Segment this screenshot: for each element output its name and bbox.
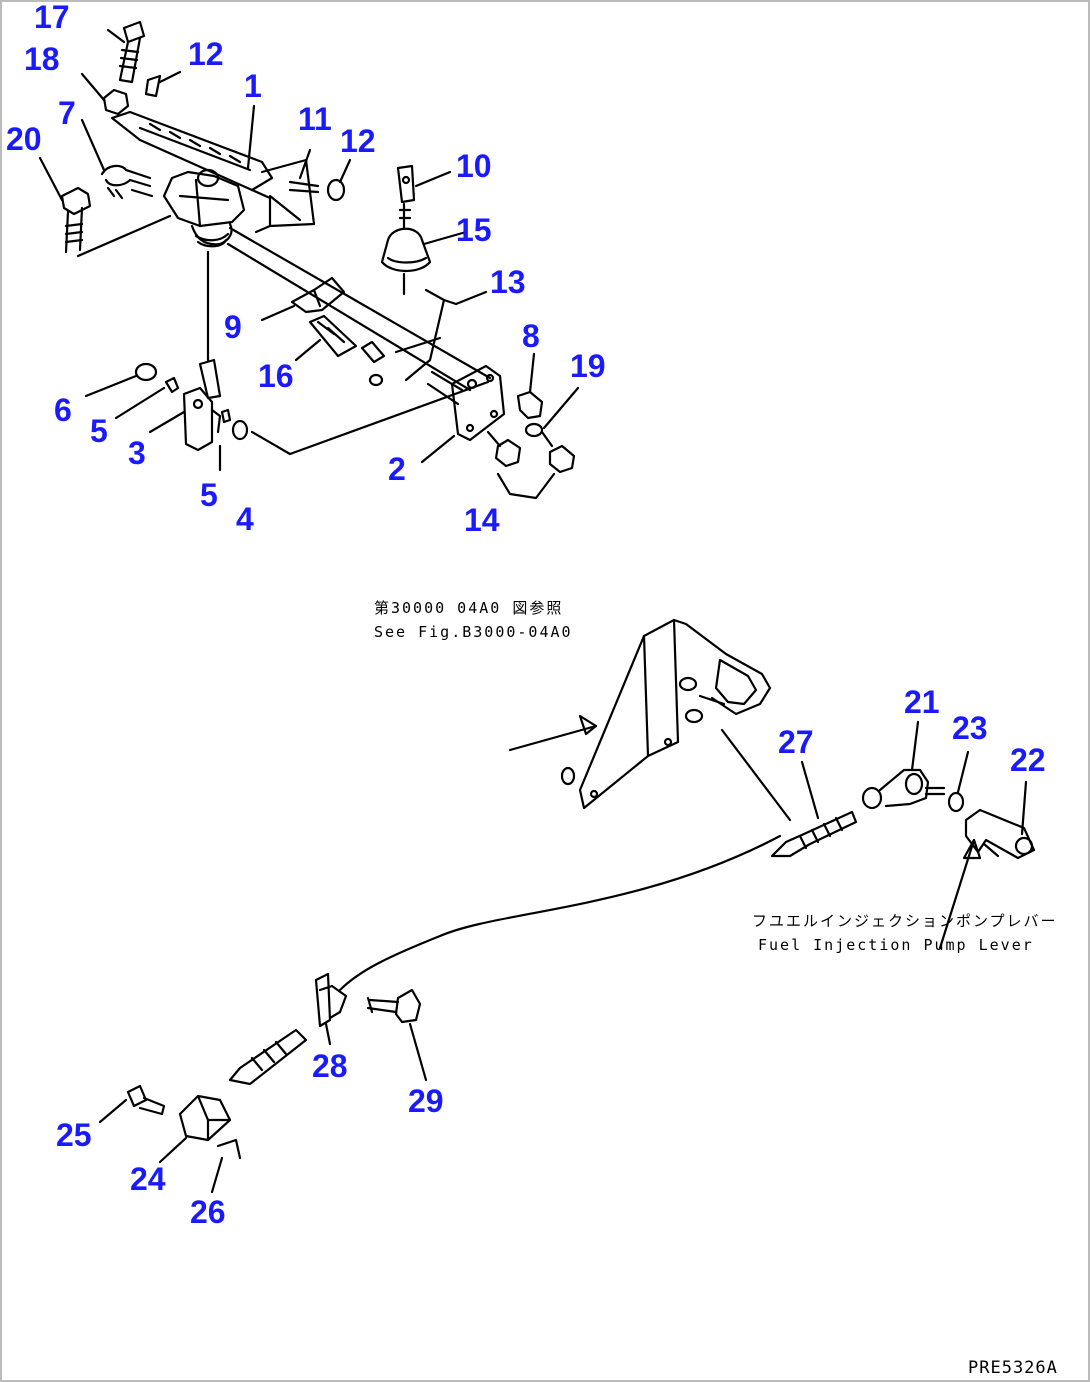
callout-29: 29 (408, 1083, 444, 1119)
callout-23: 23 (952, 710, 988, 746)
callout-24: 24 (130, 1161, 166, 1197)
callout-2: 2 (388, 451, 406, 487)
pump-lever-label-en: Fuel Injection Pump Lever (758, 936, 1034, 954)
callout-20: 20 (6, 121, 42, 157)
callout-3: 3 (128, 435, 146, 471)
leader-lines (38, 28, 1028, 1194)
callout-17: 17 (34, 0, 70, 35)
pedal-assembly-drawing (60, 20, 576, 500)
callout-22: 22 (1010, 742, 1046, 778)
callout-15: 15 (456, 212, 492, 248)
callout-28: 28 (312, 1048, 348, 1084)
callout-12b: 12 (340, 123, 376, 159)
callout-21: 21 (904, 684, 940, 720)
callout-25: 25 (56, 1117, 92, 1153)
callout-10: 10 (456, 148, 492, 184)
callout-5b: 5 (200, 477, 218, 513)
callout-labels: 1 2 3 4 5 5 6 7 8 9 10 11 12 12 13 14 15… (6, 0, 1046, 1230)
callout-13: 13 (490, 264, 526, 300)
drawing-code: PRE5326A (968, 1358, 1058, 1378)
callout-5a: 5 (90, 413, 108, 449)
callout-19: 19 (570, 348, 606, 384)
callout-7: 7 (58, 95, 76, 131)
callout-12a: 12 (188, 36, 224, 72)
callout-9: 9 (224, 309, 242, 345)
callout-8: 8 (522, 318, 540, 354)
reference-note-jp: 第30000 04A0 図参照 (374, 599, 563, 617)
callout-16: 16 (258, 358, 294, 394)
callout-26: 26 (190, 1194, 226, 1230)
callout-1: 1 (244, 68, 262, 104)
pump-lever-label-jp: フユエルインジェクションポンプレバー (752, 912, 1058, 930)
cable-assembly-drawing (126, 618, 1036, 1160)
callout-14: 14 (464, 502, 500, 538)
callout-11: 11 (298, 101, 332, 137)
callout-18: 18 (24, 41, 60, 77)
reference-note-en: See Fig.B3000-04A0 (374, 623, 573, 641)
annotations: 第30000 04A0 図参照 See Fig.B3000-04A0 フユエルイ… (374, 599, 1058, 1378)
callout-27: 27 (778, 724, 814, 760)
callout-4: 4 (236, 501, 254, 537)
callout-6: 6 (54, 392, 72, 428)
